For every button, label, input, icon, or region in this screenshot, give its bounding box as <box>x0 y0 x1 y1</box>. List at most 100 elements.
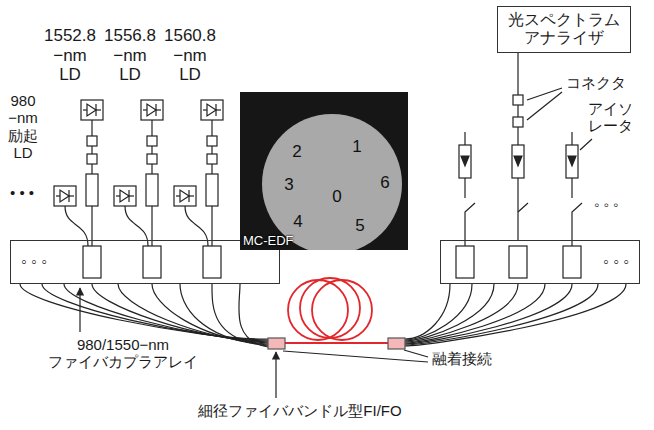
ellipsis-mark: • • • <box>10 184 34 201</box>
connector-symbol <box>207 154 217 164</box>
part-label: 細径ファイババンドル型FI/FO <box>198 402 401 419</box>
diode-bar <box>155 104 156 116</box>
cladding-disc <box>262 114 402 250</box>
leader-line <box>283 351 428 362</box>
diode-bar <box>215 104 216 116</box>
laser-diode-symbol <box>81 100 223 120</box>
core-number: 3 <box>284 175 293 195</box>
fiber <box>152 284 268 344</box>
receive-chain <box>459 95 582 246</box>
laser-diode-symbol <box>141 100 163 120</box>
coupler-element <box>83 246 101 278</box>
connector-symbol <box>513 95 523 105</box>
port-dots: ◦ ◦ ◦ <box>21 253 47 271</box>
core-number: 0 <box>332 187 341 207</box>
angled-fiber-end <box>518 203 528 212</box>
fi-fo-device <box>388 338 405 349</box>
instrument-name: 光スペクトラム アナライザ <box>508 11 620 48</box>
fiber <box>180 284 268 345</box>
diode-triangle <box>180 190 189 202</box>
isolator-symbol <box>146 174 158 206</box>
photo-label: MC-EDF <box>243 234 294 249</box>
connector-symbol <box>147 154 157 164</box>
part-label: アイソレータ <box>588 100 635 135</box>
core-number: 6 <box>380 173 389 193</box>
fiber-loop <box>288 280 348 340</box>
coupler-element <box>203 246 221 278</box>
fiber <box>405 284 626 346</box>
isolator-symbol <box>206 174 218 206</box>
part-label: 980/1550−nm ファイバカプラアレイ <box>48 336 198 371</box>
coupler-array-box: ◦ ◦ ◦ <box>440 240 640 284</box>
core-number: 5 <box>355 216 364 236</box>
diode-bar <box>95 104 96 116</box>
pump-label: 980 −nm 励起 LD <box>8 92 38 161</box>
diode-triangle <box>87 104 96 116</box>
diode-bar <box>188 190 189 202</box>
fiber-cross-section <box>240 92 408 250</box>
isolator-symbol <box>459 145 471 178</box>
ellipsis-mark: ◦ ◦ ◦ <box>594 196 618 213</box>
diode-triangle <box>207 104 216 116</box>
isolator-symbol <box>566 145 578 178</box>
fiber <box>42 284 268 340</box>
coupler-element <box>563 246 581 278</box>
fiber <box>405 284 450 339</box>
diode-triangle <box>60 190 69 202</box>
isolator-arrow <box>568 156 576 166</box>
isolator-symbol <box>86 174 98 206</box>
isolator-arrow <box>514 156 522 166</box>
fiber-loop <box>312 280 372 340</box>
leader-line <box>527 88 562 100</box>
core-number: 1 <box>352 137 361 157</box>
laser-diode-symbol <box>114 186 136 206</box>
laser-diode-symbol <box>201 100 223 120</box>
part-label: 融着接続 <box>432 350 492 367</box>
laser-diode-symbol <box>81 100 103 120</box>
fiber <box>405 284 472 340</box>
leader-line <box>527 92 562 120</box>
diode-bar <box>68 190 69 202</box>
diode-triangle <box>147 104 156 116</box>
fiber-loop <box>300 278 360 338</box>
laser-diode-symbol <box>174 186 196 206</box>
fiber <box>239 284 268 347</box>
coupler-element <box>509 246 527 278</box>
mc-edf-fiber <box>285 342 388 344</box>
coupler-element <box>143 246 161 278</box>
connector-symbol <box>87 136 97 146</box>
fiber-bundle <box>405 284 626 346</box>
fi-fo-device <box>268 338 285 349</box>
part-label: コネクタ <box>566 74 626 91</box>
coupler-element <box>456 246 474 278</box>
connector-symbol <box>147 136 157 146</box>
leader-line <box>580 139 592 150</box>
diode-bar <box>128 190 129 202</box>
fiber <box>212 284 268 346</box>
isolator-symbol <box>512 145 524 178</box>
core-number: 2 <box>292 142 301 162</box>
fiber <box>20 284 268 339</box>
analyzer-box: 光スペクトラム アナライザ <box>497 6 631 53</box>
mc-edf-coil <box>285 278 388 343</box>
wavelength-label: 1560.8 −nm LD <box>164 26 216 85</box>
connector-symbol <box>87 154 97 164</box>
fiber <box>64 284 268 341</box>
mc-edf-photo: 2 1 3 0 6 4 5MC-EDF <box>240 92 408 250</box>
core-number: 4 <box>293 212 302 232</box>
laser-diode-symbol <box>54 186 76 206</box>
pump-laser-diode <box>54 186 208 246</box>
leader-arrow <box>79 288 80 332</box>
isolator-arrow <box>461 156 469 166</box>
fiber <box>92 284 268 342</box>
leader-line <box>404 350 428 357</box>
leader-arrow <box>275 352 276 398</box>
signal-chain <box>86 120 218 246</box>
fiber <box>405 284 518 342</box>
coupler-element <box>83 246 581 278</box>
port-dots: ◦ ◦ ◦ <box>603 253 629 271</box>
diode-triangle <box>120 190 129 202</box>
wavelength-label: 1556.8 −nm LD <box>104 26 156 85</box>
wavelength-label: 1552.8 −nm LD <box>44 26 96 85</box>
